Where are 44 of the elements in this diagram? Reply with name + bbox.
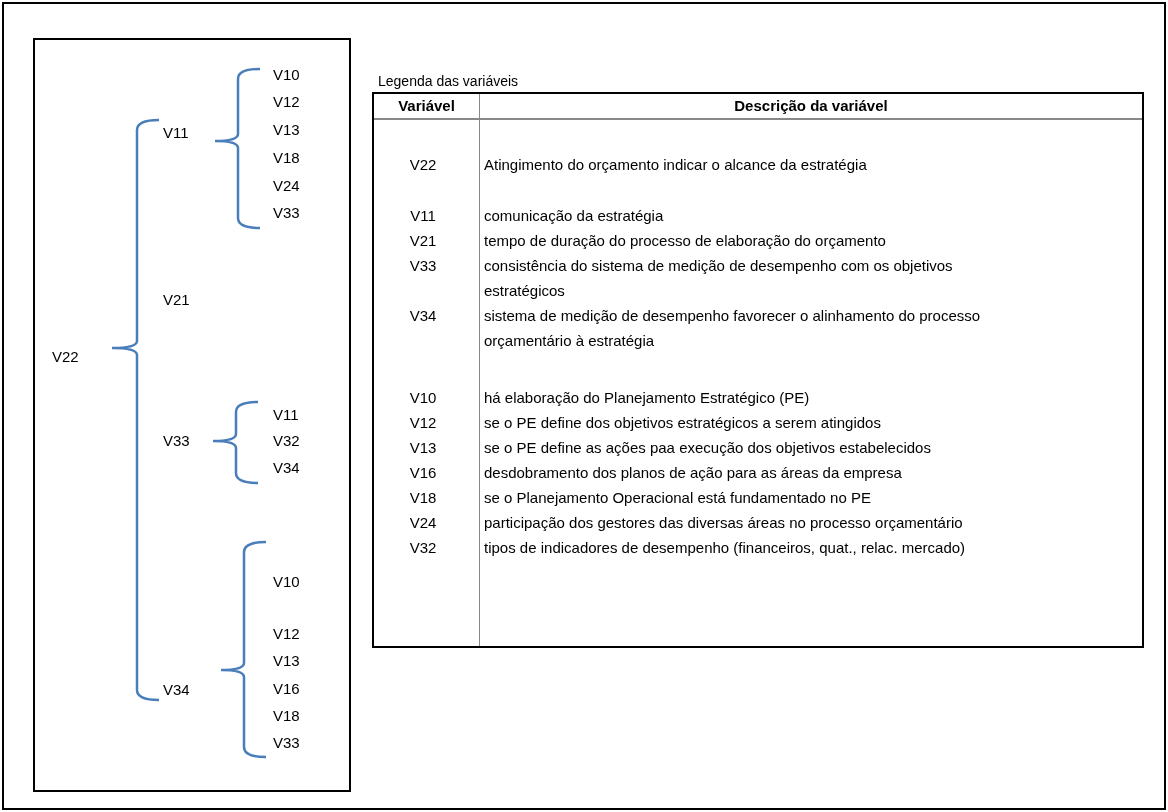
table-cell-text: tipos de indicadores de desempenho (financeiros, quat., relac. mercado): [483, 538, 967, 558]
table-cell-text: V11: [409, 206, 437, 226]
variable-code: V18: [273, 148, 300, 168]
table-cell-text: se o PE define as ações paa execução dos objetivos estabelecidos: [483, 438, 932, 458]
table-cell-text: V18: [408, 488, 438, 508]
table-cell-text: V22: [408, 155, 438, 175]
variable-code: V33: [163, 431, 190, 451]
variable-code: V13: [273, 120, 300, 140]
variable-code: V24: [273, 176, 300, 196]
variable-code: V13: [273, 651, 300, 671]
table-cell-text: V12: [408, 413, 438, 433]
variable-code: V16: [273, 679, 300, 699]
variable-code: V21: [163, 290, 190, 310]
variable-code: V10: [273, 65, 300, 85]
table-cell-text: Atingimento do orçamento indicar o alcance da estratégia: [483, 155, 868, 175]
variable-code: V32: [273, 431, 300, 451]
variable-code: V11: [273, 405, 299, 425]
variable-code: V12: [273, 92, 300, 112]
table-cell-text: V33: [408, 256, 438, 276]
table-cell-text: se o PE define dos objetivos estratégicos a serem atingidos: [483, 413, 882, 433]
variable-code: V33: [273, 203, 300, 223]
variable-code: V10: [273, 572, 300, 592]
table-cell-text: V10: [408, 388, 438, 408]
variable-code: V33: [273, 733, 300, 753]
table-cell-text: V21: [408, 231, 438, 251]
table-cell-text: V16: [408, 463, 438, 483]
table-cell-text: V24: [408, 513, 438, 533]
table-cell-text: tempo de duração do processo de elaboração do orçamento: [483, 231, 887, 251]
variable-code: V12: [273, 624, 300, 644]
table-cell-text: se o Planejamento Operacional está fundamentado no PE: [483, 488, 872, 508]
table-cell-text: sistema de medição de desempenho favorecer o alinhamento do processo orçamentário à estratégia: [483, 306, 982, 351]
variable-code: V22: [52, 347, 79, 367]
table-caption: Legenda das variáveis: [378, 72, 519, 90]
variable-code: V34: [163, 680, 190, 700]
table-cell-text: V32: [408, 538, 438, 558]
variable-code: V11: [163, 123, 189, 143]
table-cell-text: participação dos gestores das diversas áreas no processo orçamentário: [483, 513, 964, 533]
table-cell-text: desdobramento dos planos de ação para as áreas da empresa: [483, 463, 903, 483]
table-cell-text: V13: [408, 438, 438, 458]
variable-code: V34: [273, 458, 300, 478]
table-cell-text: há elaboração do Planejamento Estratégico (PE): [483, 388, 811, 408]
table-cell-text: comunicação da estratégia: [483, 206, 665, 226]
table-cell-text: V34: [408, 306, 438, 326]
variable-code: V18: [273, 706, 300, 726]
